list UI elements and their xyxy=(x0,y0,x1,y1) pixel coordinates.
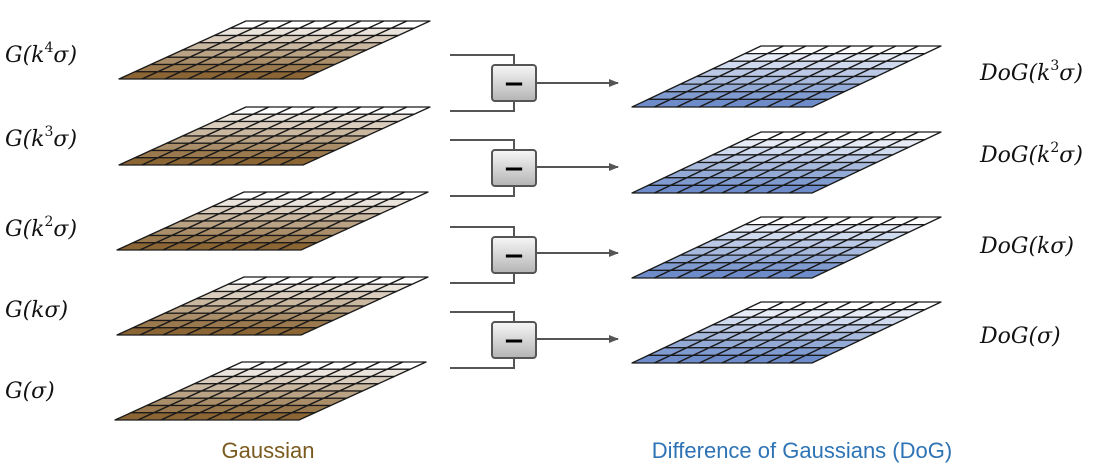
dog-stack xyxy=(631,45,942,364)
grid-cell xyxy=(275,412,316,421)
dog-layer-grid xyxy=(631,131,942,194)
operator-connector xyxy=(450,139,515,197)
gaussian-label: G(σ) xyxy=(5,379,55,404)
grid-cell xyxy=(279,157,320,166)
minus-sign: − xyxy=(503,326,525,356)
operator-connector xyxy=(450,311,515,369)
gaussian-layer-grid xyxy=(118,106,431,166)
grid-cell xyxy=(277,242,318,251)
operator-connector xyxy=(450,226,515,284)
dog-labels: DoG(k3σ) DoG(k2σ) DoG(kσ) DoG(σ) xyxy=(979,58,1083,349)
grid-cell xyxy=(788,354,829,364)
dog-caption: Difference of Gaussians (DoG) xyxy=(652,438,952,463)
subtract-operator: − xyxy=(450,226,619,284)
grid-cell xyxy=(788,269,829,279)
dog-layer-grid xyxy=(631,45,942,108)
minus-sign: − xyxy=(503,154,525,184)
dog-label: DoG(σ) xyxy=(979,324,1061,349)
gaussian-label: G(k4σ) xyxy=(5,40,77,68)
gaussian-layer-grid xyxy=(116,191,429,251)
gaussian-labels: G(k4σ) G(k3σ) G(k2σ) G(kσ) G(σ) xyxy=(5,40,77,404)
dog-layer-grid xyxy=(631,301,942,364)
gaussian-layer-grid xyxy=(114,361,427,421)
dog-label: DoG(kσ) xyxy=(979,234,1074,259)
grid-cell xyxy=(788,184,829,194)
gaussian-label: G(k3σ) xyxy=(5,124,77,152)
grid-cell xyxy=(279,71,320,80)
subtraction-operators: − − − − xyxy=(450,54,619,369)
grid-cell xyxy=(788,98,829,108)
gaussian-caption: Gaussian xyxy=(222,438,315,463)
gaussian-stack xyxy=(114,20,431,421)
dog-label: DoG(k2σ) xyxy=(979,140,1083,168)
subtract-operator: − xyxy=(450,311,619,369)
subtract-operator: − xyxy=(450,139,619,197)
operator-connector xyxy=(450,54,515,112)
dog-label: DoG(k3σ) xyxy=(979,58,1083,86)
gaussian-label: G(k2σ) xyxy=(5,214,77,242)
gaussian-label: G(kσ) xyxy=(5,298,68,323)
minus-sign: − xyxy=(503,241,525,271)
gaussian-layer-grid xyxy=(116,276,429,336)
minus-button xyxy=(491,236,537,274)
grid-cell xyxy=(277,327,318,336)
dog-layer-grid xyxy=(631,216,942,279)
minus-sign: − xyxy=(503,69,525,99)
gaussian-layer-grid xyxy=(118,20,431,80)
subtract-operator: − xyxy=(450,54,619,112)
